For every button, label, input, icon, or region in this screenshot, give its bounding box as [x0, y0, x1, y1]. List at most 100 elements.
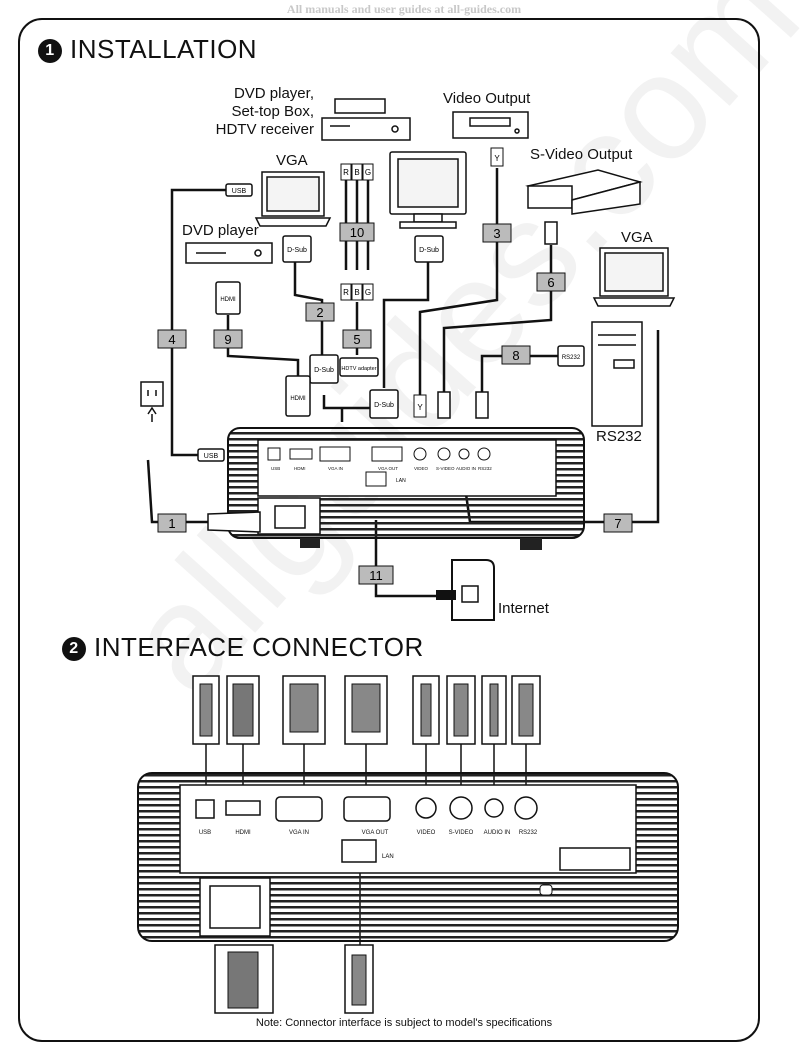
hdmi-port — [225, 800, 261, 816]
svg-text:HDTV adapter: HDTV adapter — [341, 366, 376, 372]
hdtv-adapter-plug: HDTV adapter — [339, 357, 379, 377]
vga-left-label: VGA — [276, 152, 308, 169]
section-number-badge: 2 — [62, 637, 86, 661]
internet-label: Internet — [498, 600, 549, 617]
svg-text:9: 9 — [224, 332, 231, 347]
svg-text:VGA OUT: VGA OUT — [362, 830, 389, 836]
cable-box-5 — [342, 329, 372, 349]
svg-text:USB: USB — [204, 453, 219, 460]
svg-text:D-Sub: D-Sub — [419, 247, 439, 254]
rs232-device-label: RS232 — [596, 428, 642, 445]
vga-out-port — [343, 796, 391, 822]
svg-text:VIDEO: VIDEO — [417, 830, 436, 836]
wall-outlet — [140, 381, 164, 422]
svg-text:B: B — [354, 168, 359, 177]
footnote: Note: Connector interface is subject to … — [255, 1017, 553, 1029]
rs232-port — [514, 796, 538, 820]
svg-text:VGA OUT: VGA OUT — [378, 466, 398, 471]
tower-pc-device — [591, 321, 643, 427]
svg-text:USB: USB — [271, 466, 280, 471]
svg-text:HDMI: HDMI — [290, 396, 306, 402]
svg-text:3: 3 — [493, 226, 500, 241]
monitor-device — [389, 151, 467, 229]
usb-plug-bottom: USB — [197, 448, 225, 462]
cable-box-6 — [536, 272, 566, 292]
svg-text:RS232: RS232 — [562, 355, 581, 361]
section-number-badge: 1 — [38, 39, 62, 63]
svg-text:AUDIO IN: AUDIO IN — [484, 830, 511, 836]
svg-text:HDMI: HDMI — [220, 297, 236, 303]
svg-text:B: B — [354, 288, 359, 297]
svg-text:USB: USB — [232, 188, 247, 195]
hdmi-plug-bottom: HDMI — [285, 375, 311, 417]
svg-text:USB: USB — [199, 830, 211, 836]
svideo-output-label: S-Video Output — [530, 146, 633, 163]
rca-plugs-top: R B G — [340, 163, 374, 181]
video-port — [415, 797, 437, 819]
audio-in-port — [484, 798, 504, 818]
svg-text:LAN: LAN — [382, 854, 394, 860]
svg-text:VGA IN: VGA IN — [289, 830, 309, 836]
svg-text:D-Sub: D-Sub — [374, 402, 394, 409]
cable-box-3 — [482, 223, 512, 243]
cable-number-boxes: 1 2 3 4 5 6 7 8 9 10 11 — [157, 222, 633, 585]
svg-text:2: 2 — [316, 305, 323, 320]
cable-box-9 — [213, 329, 243, 349]
lan-cable-plug — [344, 944, 374, 1014]
svg-text:11: 11 — [369, 568, 383, 583]
svg-text:D-Sub: D-Sub — [314, 367, 334, 374]
cable-box-2 — [305, 302, 335, 322]
dvd-settop-label: DVD player, Set-top Box, HDTV receiver — [215, 85, 314, 138]
svg-text:7: 7 — [614, 516, 621, 531]
page-frame — [18, 18, 760, 1042]
svideo-plugs — [437, 221, 558, 419]
dsub-plug-monitor: D-Sub — [414, 235, 444, 263]
dvd-player-device — [185, 242, 273, 264]
svideo-dvd-device — [525, 169, 643, 215]
cable-box-4 — [157, 329, 187, 349]
rca-y-plug-top: Y — [490, 147, 504, 167]
interface-port-labels: USB HDMI VGA IN VGA OUT VIDEO S-VIDEO AU… — [199, 830, 538, 836]
svg-text:Y: Y — [494, 154, 500, 163]
svg-text:S-VIDEO: S-VIDEO — [436, 466, 455, 471]
cable-box-7 — [603, 513, 633, 533]
svg-text:10: 10 — [350, 225, 364, 240]
projector-rear-panel: LAN — [137, 772, 679, 942]
svg-text:RS232: RS232 — [519, 830, 538, 836]
installation-port-labels: USB HDMI VGA IN VGA OUT VIDEO S-VIDEO AU… — [271, 466, 492, 471]
dvd-settop-device — [321, 98, 411, 141]
connector-icons-row — [192, 675, 541, 745]
rca-y-plug-bottom: Y — [413, 394, 427, 418]
header-note: All manuals and user guides at all-guide… — [286, 2, 522, 16]
svg-text:6: 6 — [547, 275, 554, 290]
svg-text:4: 4 — [168, 332, 175, 347]
video-output-device — [452, 111, 529, 139]
svg-text:VIDEO: VIDEO — [414, 466, 429, 471]
cable-box-1 — [157, 513, 187, 533]
rs232-plug: RS232 — [557, 345, 585, 367]
svg-text:8: 8 — [512, 348, 519, 363]
lan-port — [341, 839, 377, 863]
svg-text:LAN: LAN — [396, 478, 406, 484]
svg-text:D-Sub: D-Sub — [287, 247, 307, 254]
usb-port — [195, 799, 215, 819]
projector-installation: LAN — [207, 427, 585, 550]
svg-text:HDMI: HDMI — [294, 466, 306, 471]
vga-in-port — [275, 796, 323, 822]
svideo-port — [449, 796, 473, 820]
svg-text:R: R — [343, 168, 349, 177]
usb-plug-top: USB — [225, 183, 253, 197]
cable-box-10 — [339, 222, 375, 242]
dsub-plug-vga-in: D-Sub — [309, 354, 339, 384]
cable-box-11 — [358, 565, 394, 585]
vga-right-label: VGA — [621, 229, 653, 246]
svg-text:RS232: RS232 — [478, 466, 492, 471]
svg-text:G: G — [365, 168, 371, 177]
hdmi-plug-top: HDMI — [215, 281, 241, 315]
svg-text:G: G — [365, 288, 371, 297]
svg-text:R: R — [343, 288, 349, 297]
svg-text:VGA IN: VGA IN — [328, 466, 343, 471]
dsub-plug-vga-out: D-Sub — [369, 389, 399, 419]
